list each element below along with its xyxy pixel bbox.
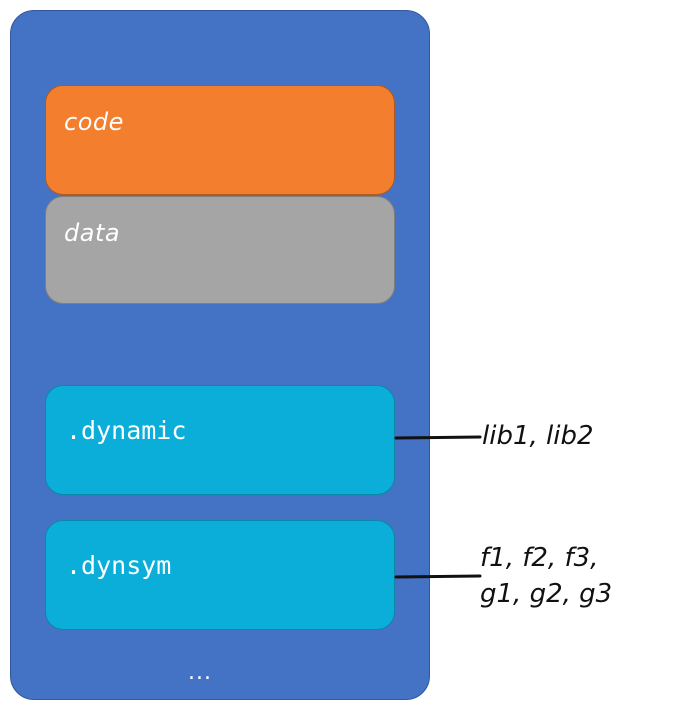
dynamic-section-label: .dynamic [66, 416, 187, 445]
code-section-label: code [64, 108, 124, 136]
dynsym-section: .dynsym [45, 520, 395, 630]
dynsym-annotation-line-2: g1, g2, g3 [480, 579, 613, 609]
dynamic-section: .dynamic [45, 385, 395, 495]
dynamic-annotation-text: lib1, lib2 [482, 421, 594, 451]
dynsym-annotation-line-1: f1, f2, f3, [480, 543, 599, 573]
dynsym-annotation: f1, f2, f3, g1, g2, g3 [480, 540, 612, 612]
dynsym-section-label: .dynsym [66, 551, 172, 580]
dynamic-annotation: lib1, lib2 [482, 418, 594, 454]
more-sections-ellipsis: ... [188, 660, 212, 685]
data-section-label: data [64, 219, 121, 247]
data-section: data [45, 196, 395, 304]
code-section: code [45, 85, 395, 195]
